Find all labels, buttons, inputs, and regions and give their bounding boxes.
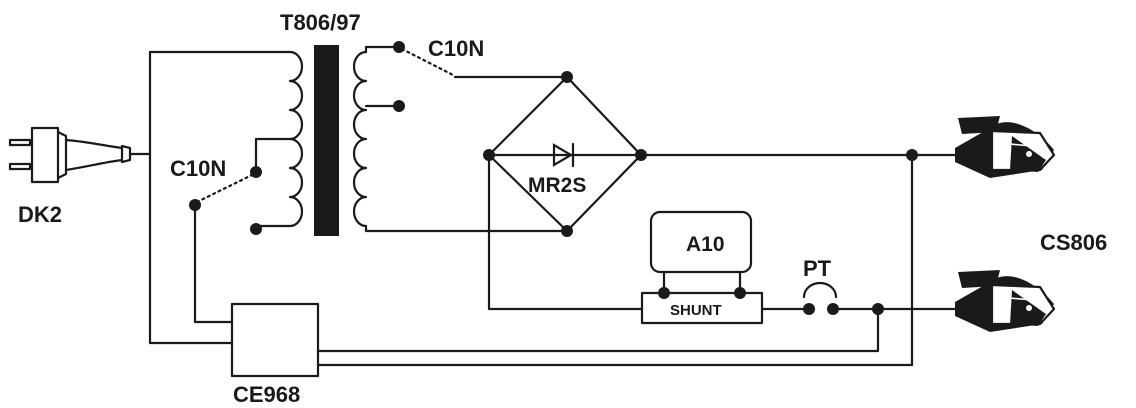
control-unit-label: CE968 — [233, 382, 300, 407]
meter-label: A10 — [686, 233, 725, 256]
thermal-label: PT — [803, 256, 832, 281]
shunt-resistor — [640, 287, 764, 325]
selector-switch-left — [189, 166, 262, 235]
switch-top-label: C10N — [428, 36, 484, 61]
selector-switch-top — [400, 47, 569, 79]
output-wiring — [316, 149, 957, 367]
thermal-protector — [802, 281, 839, 315]
mains-wiring — [148, 50, 292, 345]
transformer-core — [314, 45, 339, 236]
bridge-rectifier — [483, 71, 647, 237]
battery-clamp-icon — [953, 116, 1056, 178]
shunt-label: SHUNT — [670, 302, 722, 319]
transformer-label: T806/97 — [280, 10, 361, 35]
mains-plug — [8, 126, 152, 184]
diode-icon — [552, 143, 574, 167]
switch-left-label: C10N — [170, 156, 226, 181]
control-unit — [230, 302, 320, 378]
transformer — [288, 41, 569, 236]
plug-label: DK2 — [18, 202, 62, 227]
bridge-label: MR2S — [528, 174, 586, 197]
clamps-label: CS806 — [1040, 230, 1107, 255]
battery-clamp-icon — [953, 270, 1056, 332]
